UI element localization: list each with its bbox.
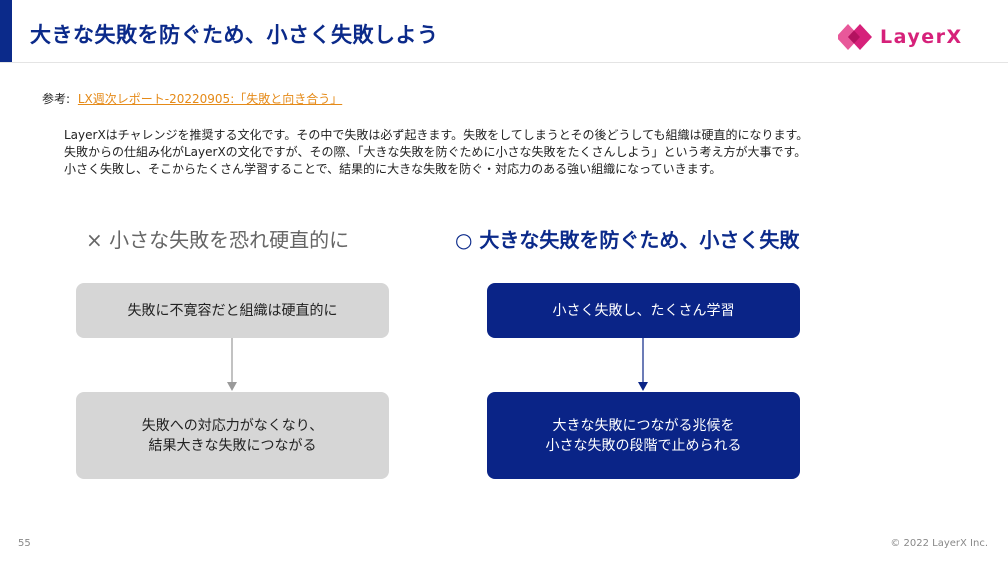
reference-line: 参考: LX週次レポート-20220905:「失敗と向き合う」 — [42, 90, 342, 107]
good-pattern-box-bottom-text: 大きな失敗につながる兆候を 小さな失敗の段階で止められる — [545, 417, 742, 454]
bad-pattern-heading: × 小さな失敗を恐れ硬直的に — [86, 228, 350, 252]
good-pattern-box-top-text: 小さく失敗し、たくさん学習 — [552, 302, 735, 319]
page-number: 55 — [18, 538, 31, 549]
bad-pattern-box-top: 失敗に不寛容だと組織は硬直的に — [76, 283, 389, 338]
intro-line: 小さく失敗し、そこからたくさん学習することで、結果的に大きな失敗を防ぐ・対応力の… — [64, 162, 722, 176]
header-divider — [0, 62, 1008, 63]
intro-paragraph: LayerXはチャレンジを推奨する文化です。その中で失敗は必ず起きます。失敗をし… — [64, 127, 808, 178]
down-arrow-icon — [638, 338, 648, 391]
copyright-notice: © 2022 LayerX Inc. — [890, 538, 988, 549]
bad-pattern-box-bottom-text: 失敗への対応力がなくなり、 結果大きな失敗につながる — [141, 417, 324, 454]
bad-pattern-box-top-text: 失敗に不寛容だと組織は硬直的に — [127, 302, 338, 319]
logo-mark-icon — [838, 24, 872, 50]
logo-text: LayerX — [880, 26, 963, 48]
good-pattern-box-bottom: 大きな失敗につながる兆候を 小さな失敗の段階で止められる — [487, 392, 800, 479]
good-pattern-heading: ○ 大きな失敗を防ぐため、小さく失敗 — [455, 228, 800, 252]
slide-title: 大きな失敗を防ぐため、小さく失敗しよう — [30, 23, 439, 47]
intro-line: LayerXはチャレンジを推奨する文化です。その中で失敗は必ず起きます。失敗をし… — [64, 128, 809, 142]
reference-link[interactable]: LX週次レポート-20220905:「失敗と向き合う」 — [77, 92, 343, 106]
intro-line: 失敗からの仕組み化がLayerXの文化ですが、その際、「大きな失敗を防ぐために小… — [64, 145, 807, 159]
layerx-logo: LayerX — [838, 22, 963, 52]
title-accent-bar — [0, 0, 12, 62]
good-pattern-box-top: 小さく失敗し、たくさん学習 — [487, 283, 800, 338]
bad-pattern-box-bottom: 失敗への対応力がなくなり、 結果大きな失敗につながる — [76, 392, 389, 479]
reference-label: 参考: — [42, 92, 71, 106]
down-arrow-icon — [227, 338, 237, 391]
